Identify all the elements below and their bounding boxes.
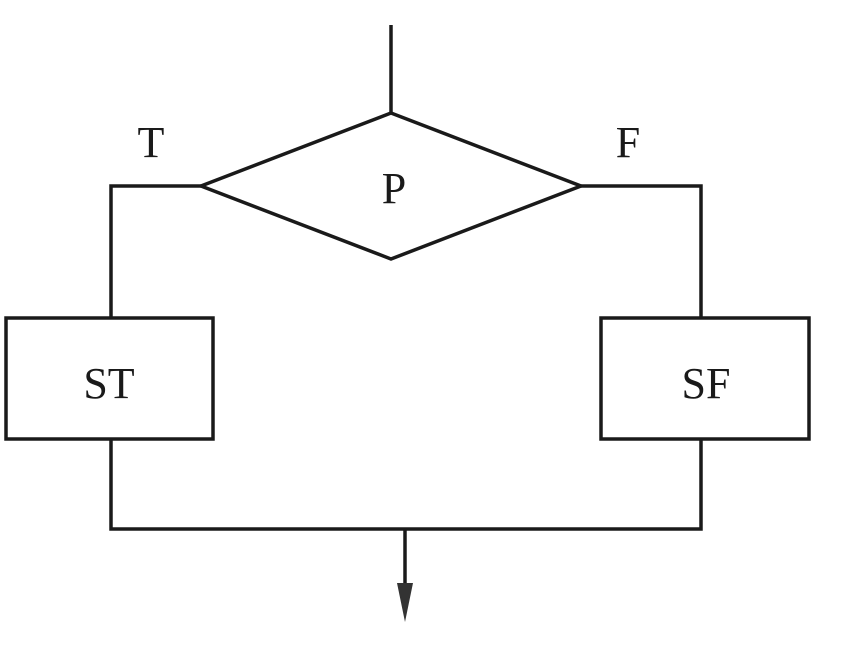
true-branch-line bbox=[109, 184, 201, 318]
true-label: T bbox=[138, 118, 165, 167]
merge-line bbox=[109, 439, 703, 531]
false-branch-line bbox=[581, 184, 703, 318]
true-box-label: ST bbox=[83, 359, 134, 408]
decision-label: P bbox=[382, 164, 406, 213]
exit-arrow-icon bbox=[397, 583, 413, 622]
false-box-label: SF bbox=[682, 359, 731, 408]
decision-diamond bbox=[196, 111, 586, 261]
false-label: F bbox=[616, 118, 640, 167]
false-box bbox=[599, 316, 811, 441]
